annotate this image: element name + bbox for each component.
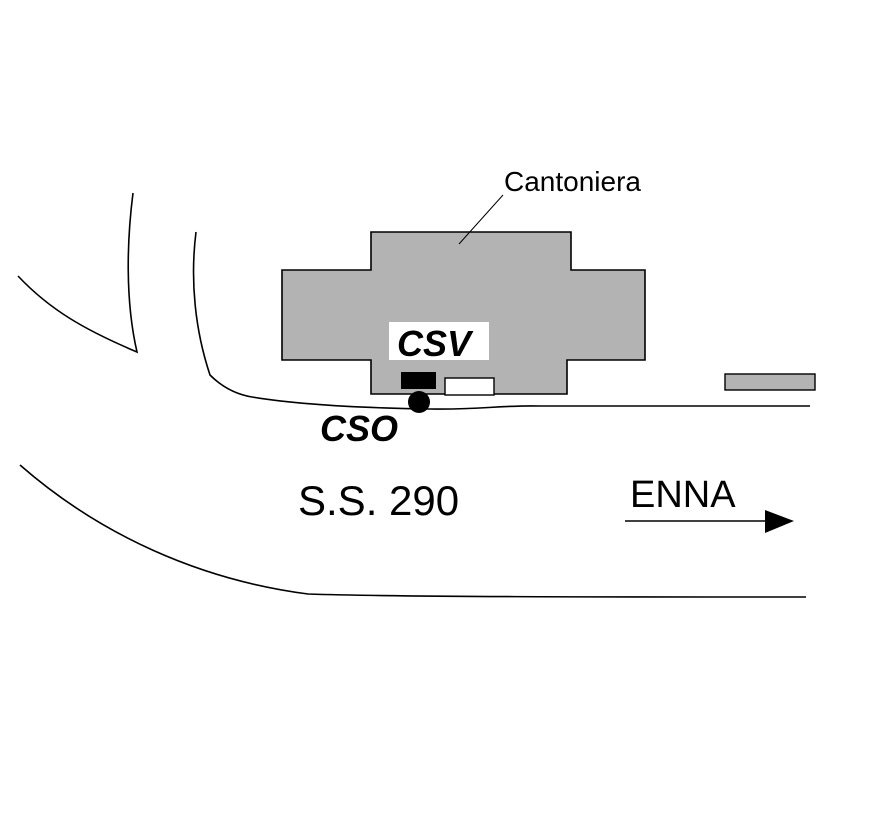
direction-arrow-icon bbox=[765, 510, 794, 533]
csv-station-marker bbox=[401, 372, 436, 389]
road-name-label: S.S. 290 bbox=[298, 477, 459, 524]
cantoniera-label: Cantoniera bbox=[504, 166, 641, 197]
csv-label: CSV bbox=[397, 323, 474, 364]
building-entrance bbox=[444, 377, 495, 396]
roadside-structure bbox=[724, 373, 816, 391]
cantoniera-building bbox=[281, 231, 646, 395]
cso-label: CSO bbox=[320, 408, 398, 449]
csv-label-background bbox=[389, 322, 489, 360]
highway-lower-edge bbox=[19, 464, 807, 598]
cantoniera-leader-line bbox=[458, 194, 504, 245]
side-road-left-edge bbox=[17, 192, 139, 354]
cso-station-marker bbox=[408, 391, 430, 413]
side-road-right-edge bbox=[192, 231, 810, 410]
direction-label: ENNA bbox=[630, 474, 736, 516]
